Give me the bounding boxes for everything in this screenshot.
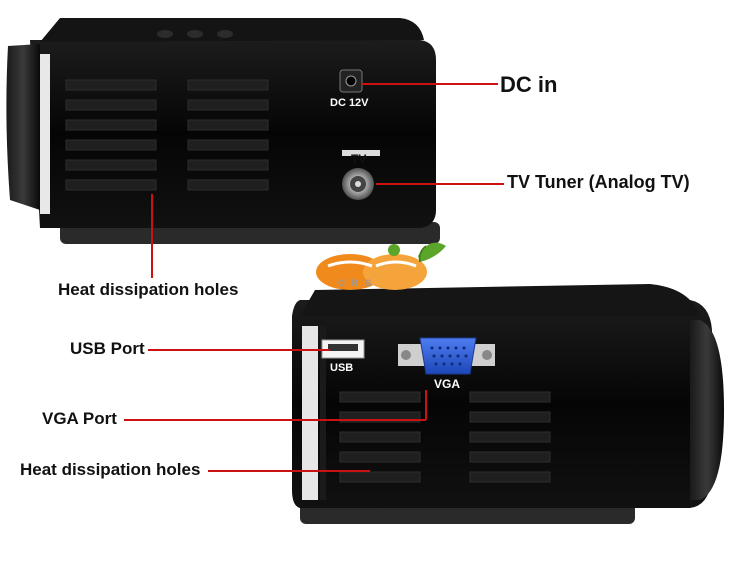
- callout-lines: [124, 83, 504, 472]
- callout-usb-port: USB Port: [70, 339, 145, 358]
- lens-bottom: [690, 320, 724, 500]
- logo-letters: O R G: [338, 278, 374, 288]
- callout-tv-tuner: TV Tuner (Analog TV): [507, 172, 690, 192]
- callout-heat-top: Heat dissipation holes: [58, 280, 239, 299]
- callout-vga-port: VGA Port: [42, 409, 117, 428]
- usb-label: USB: [330, 362, 354, 374]
- brand-logo: [316, 242, 446, 290]
- lens-top: [6, 44, 40, 210]
- heat-vents-top: [65, 79, 269, 191]
- vga-label: VGA: [434, 377, 461, 391]
- heat-vents-bottom: [339, 391, 551, 483]
- bottom-projector: [292, 284, 724, 524]
- vga-port: [419, 337, 477, 375]
- dc-label: DC 12V: [330, 97, 369, 109]
- top-projector: [6, 18, 440, 244]
- callout-dc-in: DC in: [500, 72, 558, 97]
- tv-label: TV: [351, 152, 367, 166]
- callout-heat-bottom: Heat dissipation holes: [20, 460, 201, 479]
